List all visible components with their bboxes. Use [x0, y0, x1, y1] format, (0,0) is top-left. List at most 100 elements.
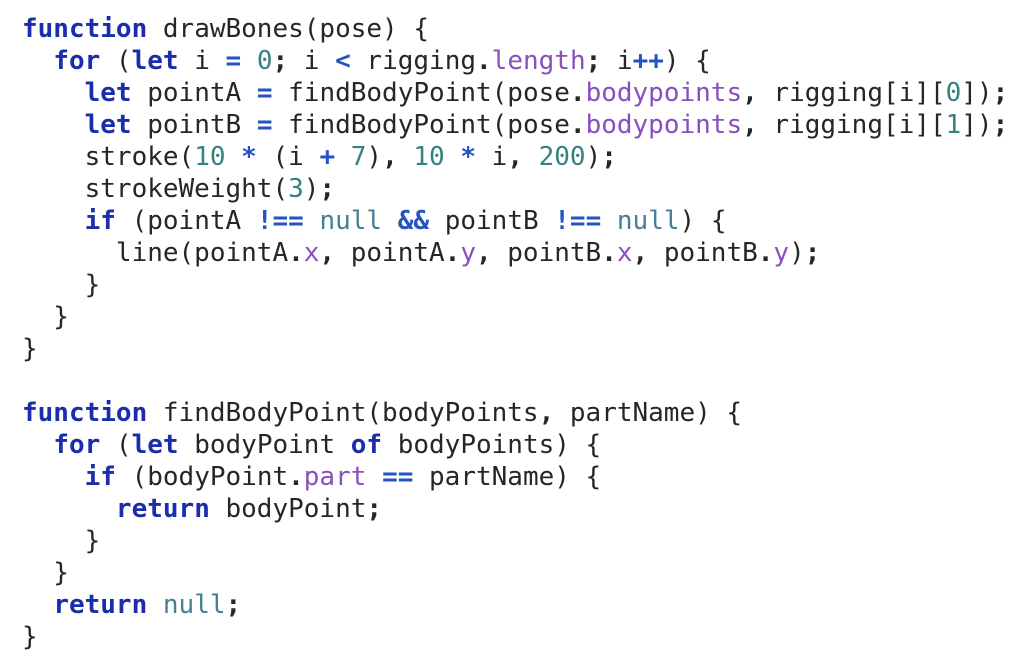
code-token: 0 — [256, 46, 273, 76]
code-token: . — [444, 238, 461, 268]
code-line: return null; — [22, 589, 1034, 621]
code-token: = — [256, 110, 273, 140]
code-token: * — [460, 142, 476, 172]
code-token: } — [22, 270, 101, 300]
code-line: return bodyPoint; — [22, 493, 1034, 525]
code-token — [241, 46, 257, 76]
code-token: * — [241, 142, 257, 172]
code-token: null — [319, 206, 383, 236]
code-token: partName) { — [413, 462, 602, 492]
code-token: ) — [585, 142, 602, 172]
code-token — [22, 430, 53, 460]
code-token: i — [288, 46, 336, 76]
code-token: rigging[i][ — [757, 110, 946, 140]
code-token: x — [616, 238, 633, 268]
code-token: null — [162, 590, 226, 620]
code-token: partName) { — [554, 398, 743, 428]
code-token — [335, 142, 351, 172]
code-line: stroke(10 * (i + 7), 10 * i, 200); — [22, 141, 1034, 173]
code-line: } — [22, 557, 1034, 589]
code-token — [601, 206, 617, 236]
code-token: !== — [256, 206, 304, 236]
code-line: function drawBones(pose) { — [22, 13, 1034, 45]
code-token: , — [319, 238, 336, 268]
code-token: part — [303, 462, 367, 492]
code-token: } — [22, 302, 69, 332]
code-token: pointB — [429, 206, 555, 236]
code-token: let — [131, 46, 179, 76]
code-line: strokeWeight(3); — [22, 173, 1034, 205]
code-token: i — [476, 142, 508, 172]
code-line: } — [22, 269, 1034, 301]
code-token: y — [773, 238, 790, 268]
code-token: rigging — [350, 46, 477, 76]
code-token — [523, 142, 539, 172]
code-token: ) — [303, 174, 320, 204]
code-token: x — [303, 238, 320, 268]
code-token — [398, 142, 414, 172]
code-line: for (let i = 0; i < rigging.length; i++)… — [22, 45, 1034, 77]
code-token: strokeWeight( — [22, 174, 289, 204]
code-token — [22, 46, 53, 76]
code-token: drawBones(pose) { — [147, 14, 429, 44]
code-token: if — [84, 206, 116, 236]
code-line: } — [22, 621, 1034, 653]
code-token: == — [382, 462, 414, 492]
code-line: line(pointA.x, pointA.y, pointB.x, point… — [22, 237, 1034, 269]
code-token: if — [84, 462, 116, 492]
code-token: } — [22, 526, 101, 556]
code-line: } — [22, 333, 1034, 365]
code-token: (bodyPoint — [115, 462, 289, 492]
code-token: , — [475, 238, 492, 268]
code-token: + — [319, 142, 336, 172]
code-token: ]) — [961, 110, 993, 140]
code-token: ( — [100, 430, 132, 460]
code-token — [382, 206, 398, 236]
code-token: function — [22, 14, 148, 44]
code-token: line(pointA — [22, 238, 289, 268]
code-line: let pointA = findBodyPoint(pose.bodypoin… — [22, 77, 1034, 109]
code-token: for — [53, 46, 101, 76]
code-token: 10 — [413, 142, 445, 172]
code-line: if (bodyPoint.part == partName) { — [22, 461, 1034, 493]
code-token: null — [616, 206, 680, 236]
code-token: . — [288, 462, 304, 492]
code-token: ) { — [663, 46, 711, 76]
code-token — [22, 110, 85, 140]
code-token: for — [53, 430, 101, 460]
code-token: let — [84, 110, 132, 140]
code-line: function findBodyPoint(bodyPoints, partN… — [22, 397, 1034, 429]
code-token: 1 — [945, 110, 962, 140]
code-line: } — [22, 301, 1034, 333]
code-token: pointB — [491, 238, 602, 268]
code-token: , — [538, 398, 555, 428]
code-token: 3 — [288, 174, 304, 204]
code-token: ) — [789, 238, 805, 268]
code-token: ; — [366, 494, 383, 524]
code-line: for (let bodyPoint of bodyPoints) { — [22, 429, 1034, 461]
code-token — [304, 206, 320, 236]
code-token: ; — [319, 174, 336, 204]
code-token: , — [742, 78, 758, 108]
code-token: . — [288, 238, 304, 268]
code-token: pointB — [131, 110, 257, 140]
code-token: ; — [585, 46, 602, 76]
code-token: } — [22, 558, 69, 588]
code-token: bodyPoints) { — [382, 430, 602, 460]
code-token: . — [601, 238, 617, 268]
code-token: pointA — [131, 78, 257, 108]
code-token: , — [632, 238, 649, 268]
code-token: pointB — [648, 238, 758, 268]
code-token: } — [22, 622, 38, 652]
code-token: . — [569, 78, 586, 108]
code-token: bodypoints — [585, 110, 743, 140]
code-token: bodyPoint — [178, 430, 351, 460]
code-token: return — [115, 494, 210, 524]
code-token: 0 — [945, 78, 962, 108]
code-line: let pointB = findBodyPoint(pose.bodypoin… — [22, 109, 1034, 141]
code-line: if (pointA !== null && pointB !== null) … — [22, 205, 1034, 237]
code-token — [22, 206, 85, 236]
code-token: findBodyPoint(bodyPoints — [147, 398, 539, 428]
code-token: 200 — [538, 142, 586, 172]
